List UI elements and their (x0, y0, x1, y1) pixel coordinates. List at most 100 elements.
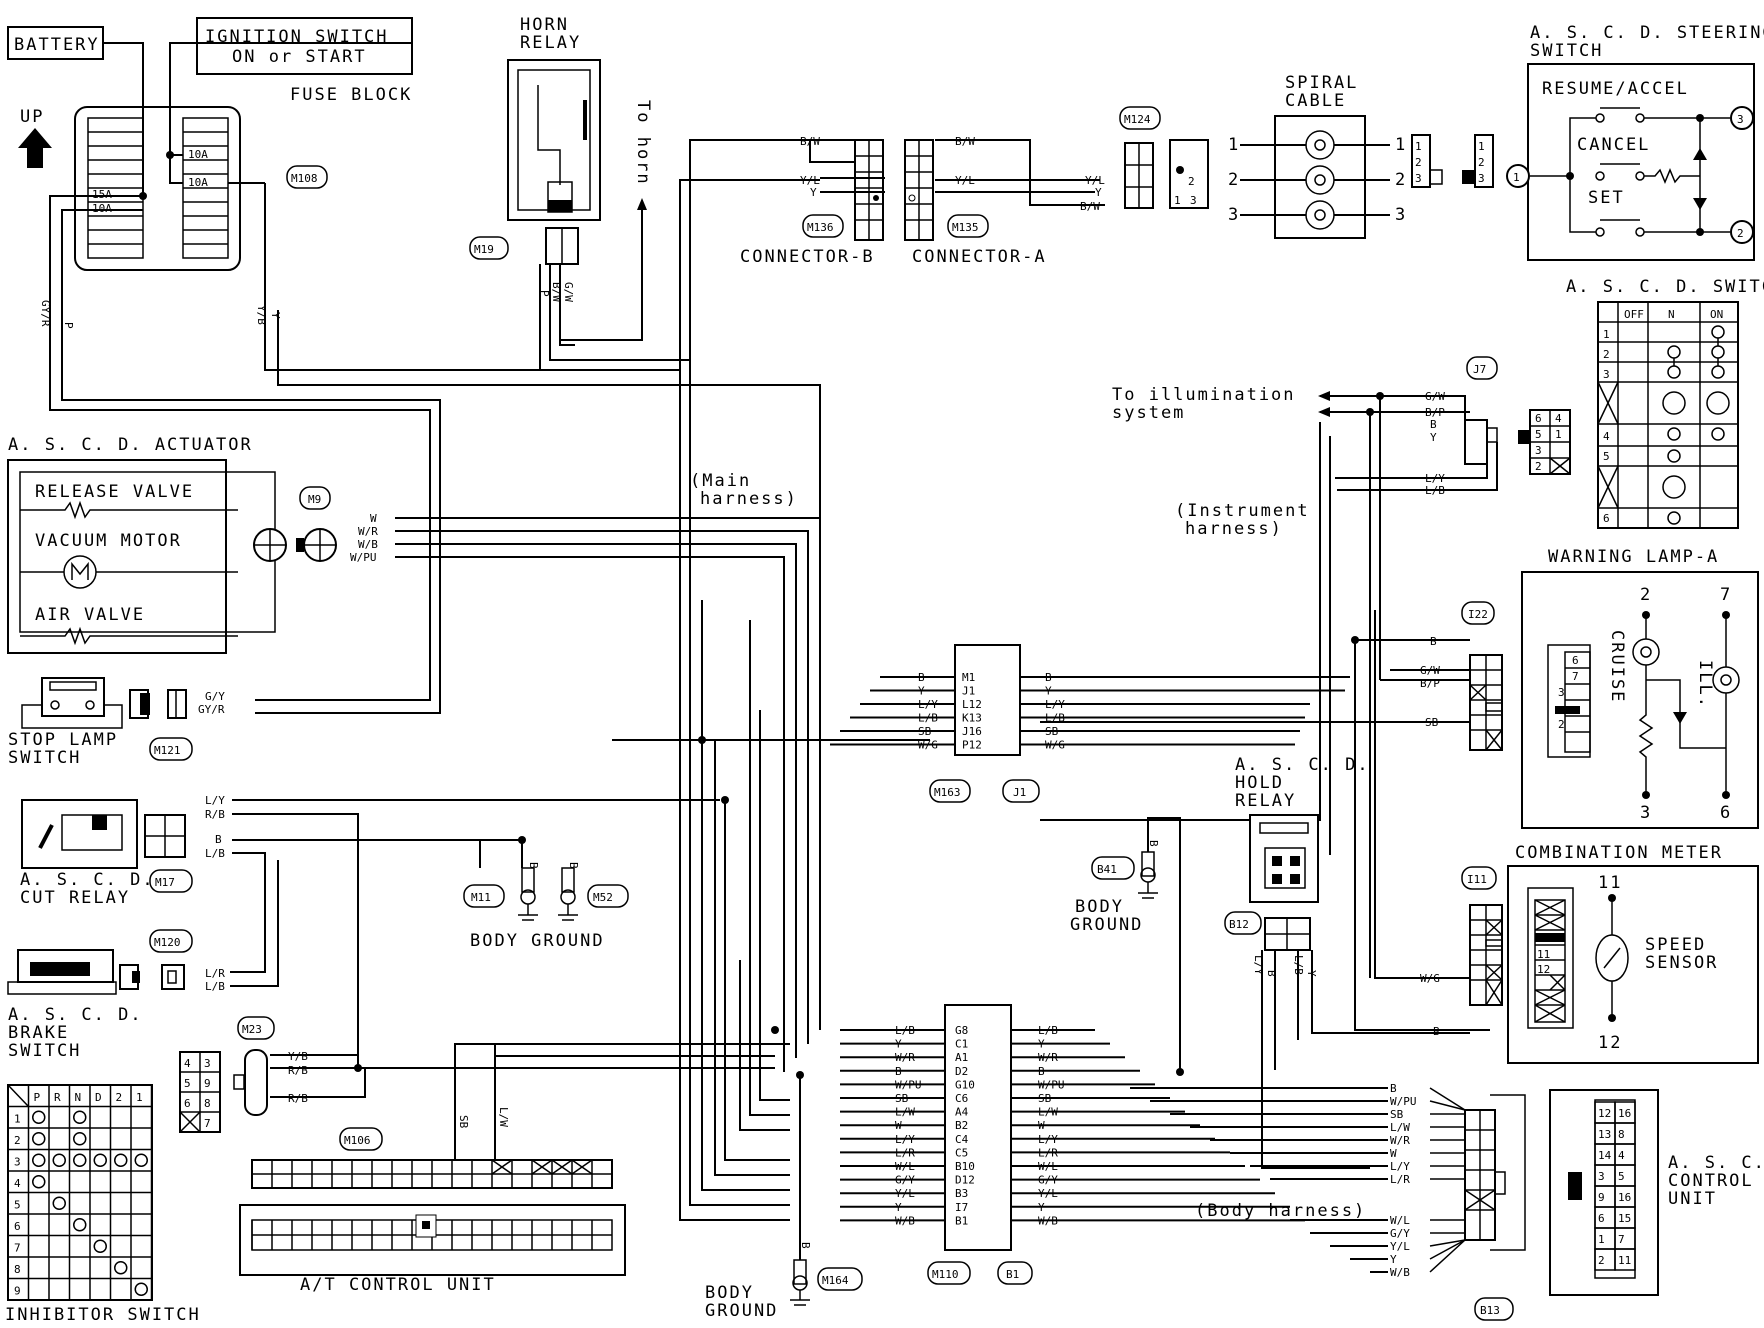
svg-text:B: B (567, 862, 580, 869)
cu-pin-number: 16 (1618, 1191, 1631, 1204)
svg-text:4: 4 (1555, 412, 1562, 425)
svg-text:BRAKE: BRAKE (8, 1023, 69, 1043)
svg-text:SWITCH: SWITCH (8, 748, 81, 768)
combination-meter: COMBINATION METER 11 12 11 12 SPEED SENS… (1507, 843, 1759, 1064)
svg-text:L/Y: L/Y (1425, 472, 1445, 485)
b13-lead (1429, 1087, 1466, 1111)
inhibitor-continuity-dot (93, 1153, 107, 1167)
svg-text:B: B (799, 1242, 812, 1249)
svg-text:11: 11 (1598, 873, 1622, 893)
cu-pin-number: 7 (1618, 1233, 1625, 1246)
atcu-x-mark (571, 1159, 593, 1175)
svg-text:P: P (538, 290, 551, 297)
svg-text:M121: M121 (154, 744, 181, 757)
b13-wire-label: W/L (1390, 1214, 1410, 1227)
body-ground-m11-m52: M11 M52 BODY GROUND B B (463, 862, 629, 951)
b13-wire-label: L/W (1390, 1121, 1410, 1134)
cu-pin-number: 8 (1618, 1128, 1625, 1141)
m23-connector: M23 Y/B R/B R/B (233, 1016, 308, 1116)
svg-text:3: 3 (1737, 113, 1744, 126)
j7-wires (1040, 395, 1498, 855)
svg-text:GY/R: GY/R (39, 300, 52, 327)
b13-lead (1429, 1239, 1466, 1260)
svg-text:7: 7 (1572, 670, 1579, 683)
svg-text:Y/L: Y/L (1085, 174, 1105, 187)
svg-text:1: 1 (1228, 135, 1240, 155)
svg-text:12: 12 (1598, 1033, 1622, 1053)
inhibitor-continuity-dot (73, 1132, 87, 1146)
svg-text:3: 3 (1603, 368, 1610, 381)
svg-text:I11: I11 (1467, 873, 1487, 886)
b1-pin: A1 (955, 1051, 968, 1064)
fuse-block: 15A 10A 10A 10A (74, 106, 241, 271)
svg-text:L/B: L/B (205, 847, 225, 860)
inhibitor-row-header: 3 (14, 1156, 21, 1169)
body-harness-label: (Body harness) (1195, 1201, 1366, 1221)
b13-wire-label: L/R (1390, 1173, 1410, 1186)
svg-text:RELAY: RELAY (1235, 791, 1296, 811)
inhibitor-row-header: 4 (14, 1177, 21, 1190)
svg-text:4: 4 (1603, 430, 1610, 443)
holdrelay-wires (1261, 950, 1470, 1169)
svg-text:Y/B: Y/B (288, 1050, 308, 1063)
svg-text:W/B: W/B (358, 538, 378, 551)
svg-text:W/R: W/R (358, 525, 378, 538)
svg-text:3: 3 (204, 1057, 211, 1070)
b1-pin: B3 (955, 1187, 968, 1200)
inhibitor-col-header: 2 (116, 1091, 123, 1104)
svg-text:B: B (1147, 840, 1160, 847)
cu-pin-number: 6 (1598, 1212, 1605, 1225)
connector-wire-labels: B/W Y/L Y B/W Y/L Y/L Y B/W (800, 135, 1105, 213)
m124-connector: M124 2 1 3 (1119, 106, 1209, 209)
b13-lead (1429, 1100, 1466, 1111)
svg-text:HORN: HORN (520, 15, 569, 35)
svg-text:2: 2 (1640, 585, 1652, 605)
inhibitor-col-header: 1 (136, 1091, 143, 1104)
svg-text:CANCEL: CANCEL (1577, 135, 1650, 155)
svg-text:7: 7 (204, 1117, 211, 1130)
instrument-harness-l1: (Instrument (1175, 501, 1310, 521)
svg-text:HOLD: HOLD (1235, 773, 1284, 793)
svg-text:RELEASE VALVE: RELEASE VALVE (35, 482, 194, 502)
inhibitor-row-header: 9 (14, 1285, 21, 1298)
svg-text:A. S. C. D. STEERING: A. S. C. D. STEERING (1530, 23, 1764, 43)
illumination-section: To illumination system J7 6 4 5 1 3 2 (1112, 356, 1571, 475)
inhibitor-col-header: D (95, 1091, 102, 1104)
svg-text:J7: J7 (1473, 363, 1486, 376)
svg-text:R/B: R/B (288, 1064, 308, 1077)
svg-text:A. S. C. D. ACTUATOR: A. S. C. D. ACTUATOR (8, 435, 253, 455)
svg-text:Y: Y (810, 186, 817, 199)
svg-text:M52: M52 (593, 891, 613, 904)
svg-text:A. S. C. D.: A. S. C. D. (1235, 755, 1370, 775)
b13-lead (1429, 1239, 1466, 1247)
cutrelay-wires (232, 799, 720, 1068)
svg-text:M110: M110 (932, 1268, 959, 1281)
svg-text:3: 3 (1415, 172, 1422, 185)
svg-text:M106: M106 (344, 1134, 371, 1147)
cu-pin-number: 15 (1618, 1212, 1631, 1225)
b1-pin: G8 (955, 1024, 968, 1037)
j1-pin: J1 (962, 685, 975, 698)
ascd-switch-table: A. S. C. D. SWITCH OFF N ON 1 2 3 4 5 6 (1566, 277, 1764, 529)
svg-text:8: 8 (204, 1097, 211, 1110)
brake-wires (230, 860, 279, 987)
svg-text:SPEED: SPEED (1645, 935, 1706, 955)
svg-text:3: 3 (1535, 444, 1542, 457)
svg-text:BODY GROUND: BODY GROUND (470, 931, 605, 951)
svg-text:CONNECTOR-A: CONNECTOR-A (912, 247, 1047, 267)
b1-pin: C6 (955, 1092, 968, 1105)
cu-pin-number: 2 (1598, 1254, 1605, 1267)
svg-text:M163: M163 (934, 786, 961, 799)
svg-text:M17: M17 (155, 876, 175, 889)
svg-text:SWITCH: SWITCH (8, 1041, 81, 1061)
inhibitor-col-header: P (34, 1091, 41, 1104)
svg-text:2: 2 (1558, 718, 1565, 731)
svg-text:A. S. C. D. SWITCH: A. S. C. D. SWITCH (1566, 277, 1764, 297)
svg-text:L/R: L/R (205, 967, 225, 980)
inhibitor-row-header: 2 (14, 1134, 21, 1147)
b1-pin: A4 (955, 1106, 969, 1119)
svg-text:Y/L: Y/L (800, 174, 820, 187)
svg-text:B/P: B/P (1425, 406, 1445, 419)
